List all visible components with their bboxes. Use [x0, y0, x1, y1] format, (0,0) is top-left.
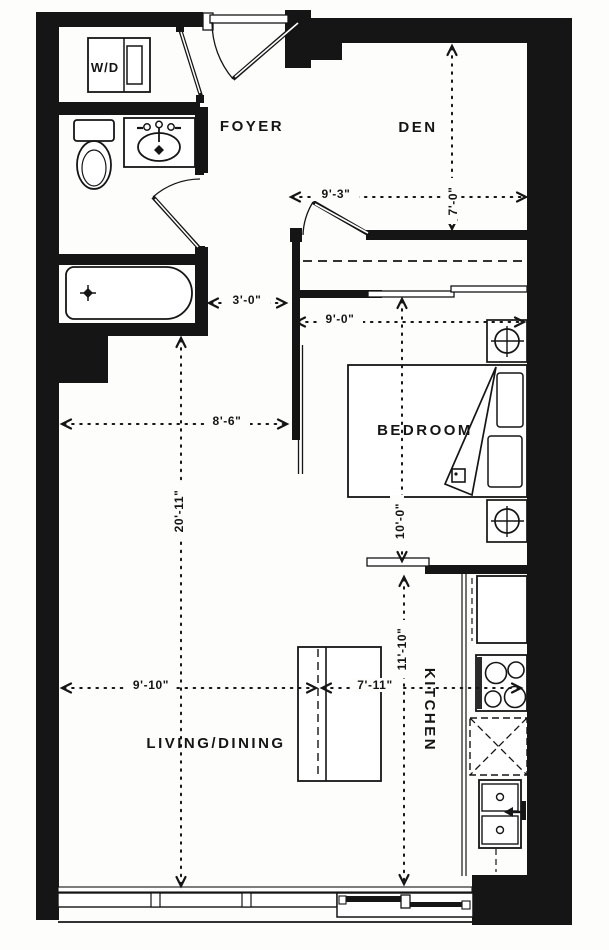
entry-door-icon	[202, 12, 302, 81]
dim-7-11: 7'-11"	[357, 678, 393, 692]
wall-top-right	[293, 18, 572, 43]
dim-9-0: 9'-0"	[326, 312, 355, 326]
wall-entry-stub-ext	[308, 43, 342, 60]
room-labels: FOYER DEN BEDROOM LIVING/DINING KITCHEN	[146, 118, 473, 752]
wall-bath-east-lower	[195, 247, 208, 336]
island-counter	[297, 646, 382, 782]
exterior-and-interior-walls	[36, 10, 572, 925]
wall-tub-top	[58, 254, 198, 265]
pass-through-counter	[366, 557, 430, 567]
bed-tag-dot	[454, 472, 458, 476]
dim-10-0: 10'-0"	[393, 503, 407, 539]
wd-door-hinge	[196, 95, 204, 103]
room-label-living-dining: LIVING/DINING	[146, 735, 285, 752]
window-sill-line	[57, 886, 473, 893]
dim-20-11: 20'-11"	[172, 490, 186, 533]
toilet-icon	[73, 119, 115, 190]
wd-door-hinge	[176, 24, 184, 32]
nightstand-lamp-icon	[486, 499, 528, 543]
wall-left-step-block	[36, 323, 108, 383]
wall-closet-south	[292, 290, 382, 298]
wall-right	[527, 18, 572, 925]
bed-icon	[347, 364, 528, 498]
window-mullion	[150, 892, 161, 908]
room-label-kitchen: KITCHEN	[421, 668, 438, 752]
dim-9-3: 9'-3"	[322, 187, 351, 201]
bedroom-closet-icon	[303, 260, 528, 298]
dim-3-0: 3'-0"	[233, 293, 262, 307]
dim-8-6: 8'-6"	[213, 414, 242, 428]
bed-tag	[451, 468, 466, 483]
wall-wd-closet-bottom	[58, 102, 200, 115]
balcony-slider-icon	[336, 892, 474, 918]
kitchen-sink-icon	[478, 779, 526, 849]
wd-label: W/D	[91, 60, 119, 75]
dim-7-0: 7'-0"	[446, 187, 460, 216]
dishwasher-icon	[469, 717, 528, 776]
window-band	[57, 892, 338, 908]
wall-bottom-right-block	[472, 875, 572, 925]
wall-bath-east-upper	[195, 107, 208, 173]
closet-sliding-panel	[367, 290, 455, 298]
bed-fold-corner	[443, 366, 497, 497]
dimension-lines: 9'-3" 7'-0" 3'-0" 9'-0" 8'-6"	[60, 44, 528, 888]
room-label-den: DEN	[398, 119, 437, 136]
stove-icon	[475, 654, 528, 712]
kitchen-counters	[366, 557, 497, 876]
dim-9-10: 9'-10"	[133, 678, 169, 692]
wall-closet-north	[366, 230, 527, 240]
bathtub-icon	[65, 266, 193, 320]
glass-partition	[297, 345, 304, 474]
wall-top-left	[36, 12, 203, 27]
pillow	[487, 435, 523, 488]
room-label-bedroom: BEDROOM	[377, 422, 473, 439]
wall-kitchen-north	[425, 565, 527, 574]
entry-door-leaf-core	[234, 22, 299, 78]
window-wall	[57, 886, 474, 923]
wd-door-panel	[126, 45, 143, 85]
entry-door-head	[209, 14, 289, 24]
bedroom-door-icon	[302, 200, 376, 240]
wd-closet-door-leaf-core	[180, 31, 201, 94]
washer-dryer-icon: W/D	[87, 24, 204, 103]
wall-hall-vertical	[292, 232, 300, 440]
nightstand-lamp-icon	[486, 319, 528, 363]
room-label-foyer: FOYER	[220, 118, 284, 135]
closet-sliding-panel	[450, 285, 528, 293]
vanity-sink-icon	[123, 117, 196, 168]
bathroom-door-icon	[151, 166, 205, 255]
pillow	[496, 372, 524, 428]
entry-door-swing-arc	[211, 21, 234, 80]
bathroom-fixtures	[65, 117, 205, 320]
fridge-icon	[471, 575, 528, 644]
dim-11-10: 11'-10"	[395, 628, 409, 671]
wall-left	[36, 12, 59, 920]
window-mullion	[241, 892, 252, 908]
